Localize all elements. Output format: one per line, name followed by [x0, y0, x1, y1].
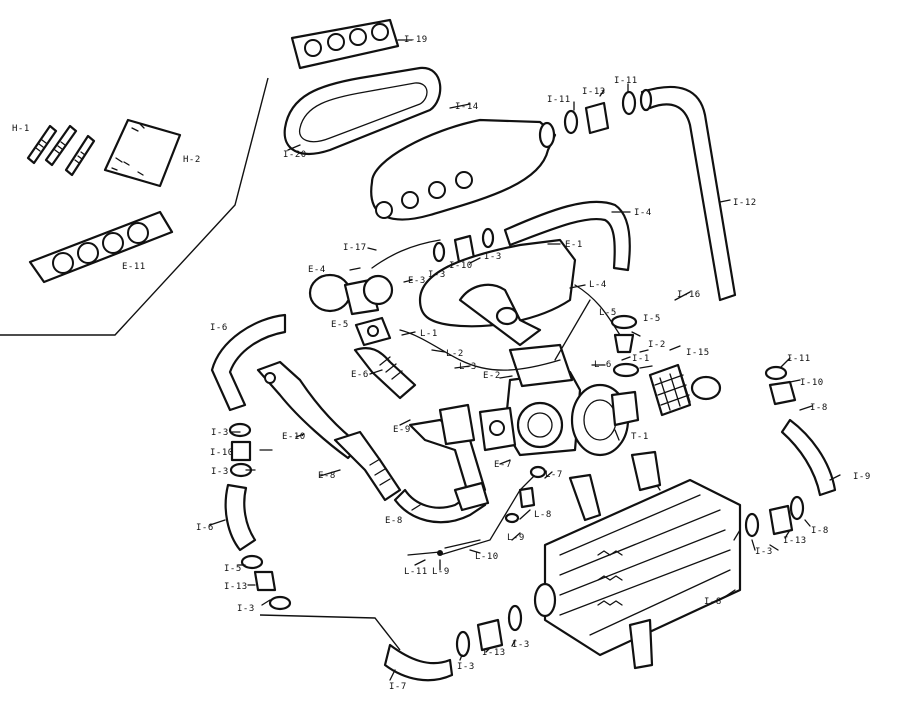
intake-pipe-i7	[259, 604, 523, 682]
callout-e2: E-2	[483, 371, 501, 381]
callout-i8-c: I-8	[704, 597, 722, 607]
intake-plenum-i14	[370, 118, 557, 221]
callout-e11: E-11	[122, 262, 146, 272]
callout-i3-e: I-3	[755, 547, 773, 557]
callout-e3: E-3	[408, 276, 426, 286]
callout-l8: L-8	[534, 510, 552, 520]
callout-l7: L-7	[545, 470, 563, 480]
callout-t1: T-1	[631, 432, 649, 442]
callout-i11-top: I-11	[547, 95, 571, 105]
callout-i5-a: I-5	[643, 314, 661, 324]
intake-pipe-i6-upper	[210, 313, 287, 412]
exhaust-manifold-e1	[418, 238, 577, 347]
callout-i9: I-9	[853, 472, 871, 482]
lower-hardware	[407, 465, 547, 556]
callout-l2: L-2	[446, 349, 464, 359]
callout-i16: I-16	[677, 290, 701, 300]
mesh-filter-i16	[648, 363, 722, 417]
callout-e1: E-1	[565, 240, 583, 250]
callout-i11-top-right: I-11	[614, 76, 638, 86]
head-gasket-e11	[28, 210, 174, 284]
callout-l9-b: L-9	[432, 567, 450, 577]
flange-e7	[478, 406, 517, 452]
callout-i13-d: I-13	[482, 648, 506, 658]
callout-i1: I-1	[632, 354, 650, 364]
callout-i5-b: I-5	[224, 564, 242, 574]
callout-i15: I-15	[686, 348, 710, 358]
callout-i12: I-12	[733, 198, 757, 208]
callout-i10-c: I-10	[210, 448, 234, 458]
intake-pipe-i6-lower	[224, 422, 292, 611]
callout-e4: E-4	[308, 265, 326, 275]
intercooler-i5	[533, 478, 742, 670]
callout-i10-a: I-10	[449, 261, 473, 271]
callout-e6: E-6	[351, 370, 369, 380]
gasket-sheet-h2	[103, 118, 182, 188]
callout-i3-f: I-3	[237, 604, 255, 614]
callout-e5: E-5	[331, 320, 349, 330]
callout-i13-c: I-13	[224, 582, 248, 592]
callout-i8-right: I-8	[810, 403, 828, 413]
callout-e7: E-7	[494, 460, 512, 470]
leader-lines	[209, 39, 841, 681]
flex-pipe-e6	[353, 346, 417, 400]
callout-l3: L-3	[459, 362, 477, 372]
callout-e8-b: E-8	[385, 516, 403, 526]
callout-i3-g: I-3	[512, 640, 530, 650]
callout-i4: I-4	[634, 208, 652, 218]
oil-lines	[399, 284, 662, 556]
callout-i10-right: I-10	[800, 378, 824, 388]
callout-i7: I-7	[389, 682, 407, 692]
plenum-gasket-i20	[283, 66, 442, 155]
callout-e9: E-9	[393, 425, 411, 435]
callout-l1: L-1	[420, 329, 438, 339]
callout-i14: I-14	[455, 102, 479, 112]
callout-i2: I-2	[648, 340, 666, 350]
wastegate-e4	[308, 273, 394, 316]
callout-i3-b: I-3	[484, 252, 502, 262]
callout-l4: L-4	[589, 280, 607, 290]
callout-i3-a: I-3	[428, 270, 446, 280]
callout-e10: E-10	[282, 432, 306, 442]
callout-i6-a: I-6	[210, 323, 228, 333]
callout-i8-b: I-8	[811, 526, 829, 536]
callout-i13-b: I-13	[783, 536, 807, 546]
callout-h1: H-1	[12, 124, 30, 134]
flange-e5	[354, 316, 392, 347]
callout-i6-b: I-6	[196, 523, 214, 533]
flange-e3	[438, 403, 476, 446]
callout-i11-right: I-11	[787, 354, 811, 364]
callout-i19: I-19	[404, 35, 428, 45]
callout-i20: I-20	[283, 150, 307, 160]
callout-i17: I-17	[343, 243, 367, 253]
callout-l5: L-5	[599, 308, 617, 318]
charge-pipe-i4	[503, 200, 631, 272]
callout-h2: H-2	[183, 155, 201, 165]
intercooler-pipe-i12	[639, 85, 737, 302]
exhaust-pipe-e9	[333, 430, 402, 502]
callout-e8: E-8	[318, 471, 336, 481]
callout-l11: L-11	[404, 567, 428, 577]
bolt-set-h1	[26, 124, 96, 177]
fittings-right	[610, 314, 640, 378]
upper-couplers	[563, 90, 637, 135]
callout-i3-h: I-3	[457, 662, 475, 672]
callout-i3-c: I-3	[211, 428, 229, 438]
callout-l10: L-10	[475, 552, 499, 562]
callout-l6: L-6	[594, 360, 612, 370]
callout-i13-top: I-13	[582, 87, 606, 97]
intake-gasket-i19	[290, 18, 400, 70]
callout-i3-d: I-3	[211, 467, 229, 477]
inset-divider	[0, 77, 269, 336]
intercooler-return-pipe	[744, 365, 837, 538]
callout-l9-a: L-9	[507, 533, 525, 543]
